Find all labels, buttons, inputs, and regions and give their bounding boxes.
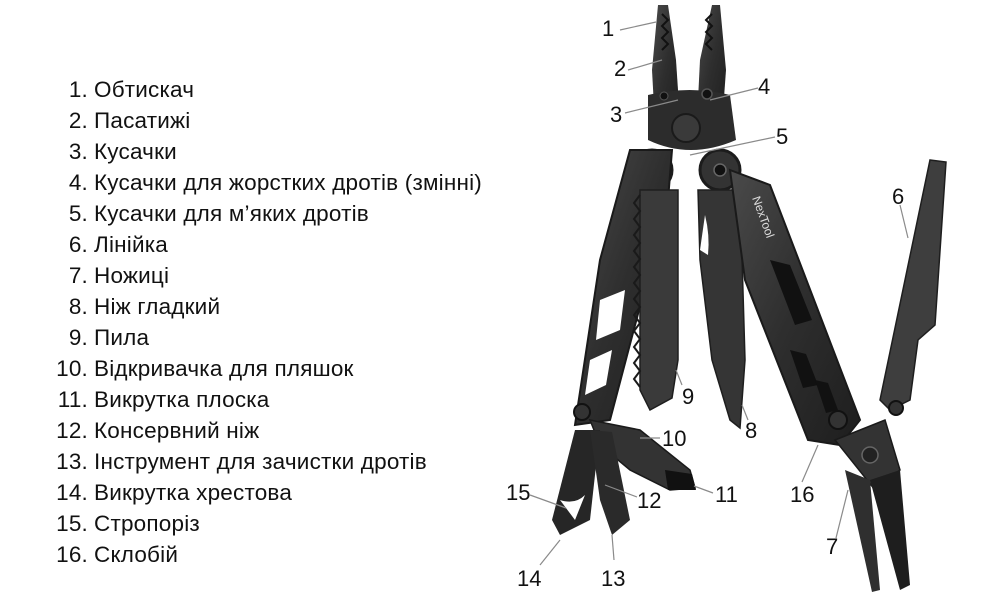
legend-number: 6. xyxy=(68,232,88,257)
callout-4: 4 xyxy=(758,74,771,99)
legend-label: Обтискач xyxy=(94,77,195,102)
legend-label: Викрутка хрестова xyxy=(94,480,293,505)
legend-item: 7.Ножиці xyxy=(50,260,482,291)
legend-item: 4.Кусачки для жорстких дротів (змінні) xyxy=(50,167,482,198)
legend-item: 8.Ніж гладкий xyxy=(50,291,482,322)
leader-lines xyxy=(529,21,909,566)
callout-5: 5 xyxy=(776,124,789,149)
legend-item: 16.Склобій xyxy=(50,539,482,570)
legend-label: Кусачки xyxy=(94,139,177,164)
legend-item: 14.Викрутка хрестова xyxy=(50,477,482,508)
callout-12: 12 xyxy=(637,488,662,513)
legend-label: Стропоріз xyxy=(94,511,200,536)
legend-item: 11.Викрутка плоска xyxy=(50,384,482,415)
callout-8: 8 xyxy=(745,418,758,443)
legend-item: 6.Лінійка xyxy=(50,229,482,260)
legend-label: Викрутка плоска xyxy=(94,387,270,412)
legend-number: 5. xyxy=(68,201,88,226)
legend-number: 9. xyxy=(68,325,88,350)
callout-10: 10 xyxy=(662,426,687,451)
legend-number: 3. xyxy=(68,139,88,164)
callout-15: 15 xyxy=(506,480,531,505)
legend-number: 8. xyxy=(68,294,88,319)
legend-label: Кусачки для жорстких дротів (змінні) xyxy=(94,170,482,195)
legend-number: 14. xyxy=(56,480,88,505)
callout-2: 2 xyxy=(614,56,627,81)
legend-number: 15. xyxy=(56,511,88,536)
legend-item: 3.Кусачки xyxy=(50,136,482,167)
legend-label: Консервний ніж xyxy=(94,418,260,443)
right-handle: NexTool xyxy=(728,168,862,447)
saw-blade xyxy=(632,189,679,412)
legend-item: 5.Кусачки для м’яких дротів xyxy=(50,198,482,229)
callout-9: 9 xyxy=(682,384,695,409)
legend-item: 13.Інструмент для зачистки дротів xyxy=(50,446,482,477)
legend-number: 1. xyxy=(68,77,88,102)
legend-number: 10. xyxy=(56,356,88,381)
legend-item: 9.Пила xyxy=(50,322,482,353)
callout-13: 13 xyxy=(601,566,626,591)
legend-item: 1.Обтискач xyxy=(50,74,482,105)
legend-label: Лінійка xyxy=(94,232,169,257)
ruler xyxy=(879,159,947,416)
scissors xyxy=(833,418,910,592)
callout-6: 6 xyxy=(892,184,905,209)
parts-legend: 1.Обтискач 2.Пасатижі 3.Кусачки 4.Кусачк… xyxy=(50,74,482,570)
callout-7: 7 xyxy=(826,534,839,559)
callout-11: 11 xyxy=(715,482,738,507)
pliers-jaws xyxy=(648,5,736,150)
legend-label: Пила xyxy=(94,325,150,350)
callout-14: 14 xyxy=(517,566,542,591)
legend-number: 12. xyxy=(56,418,88,443)
legend-number: 2. xyxy=(68,108,88,133)
legend-item: 2.Пасатижі xyxy=(50,105,482,136)
legend-label: Кусачки для м’яких дротів xyxy=(94,201,369,226)
legend-label: Ніж гладкий xyxy=(94,294,221,319)
legend-number: 16. xyxy=(56,542,88,567)
callout-3: 3 xyxy=(610,102,623,127)
callout-16: 16 xyxy=(790,482,815,507)
legend-number: 7. xyxy=(68,263,88,288)
lower-tools xyxy=(552,418,696,535)
legend-label: Інструмент для зачистки дротів xyxy=(94,449,427,474)
legend-item: 10.Відкривачка для пляшок xyxy=(50,353,482,384)
legend-number: 11. xyxy=(57,387,88,412)
legend-label: Пасатижі xyxy=(94,108,191,133)
legend-number: 13. xyxy=(56,449,88,474)
callout-1: 1 xyxy=(602,16,615,41)
legend-number: 4. xyxy=(68,170,88,195)
legend-label: Склобій xyxy=(94,542,179,567)
legend-label: Відкривачка для пляшок xyxy=(94,356,354,381)
legend-item: 12.Консервний ніж xyxy=(50,415,482,446)
legend-item: 15.Стропоріз xyxy=(50,508,482,539)
legend-label: Ножиці xyxy=(94,263,170,288)
